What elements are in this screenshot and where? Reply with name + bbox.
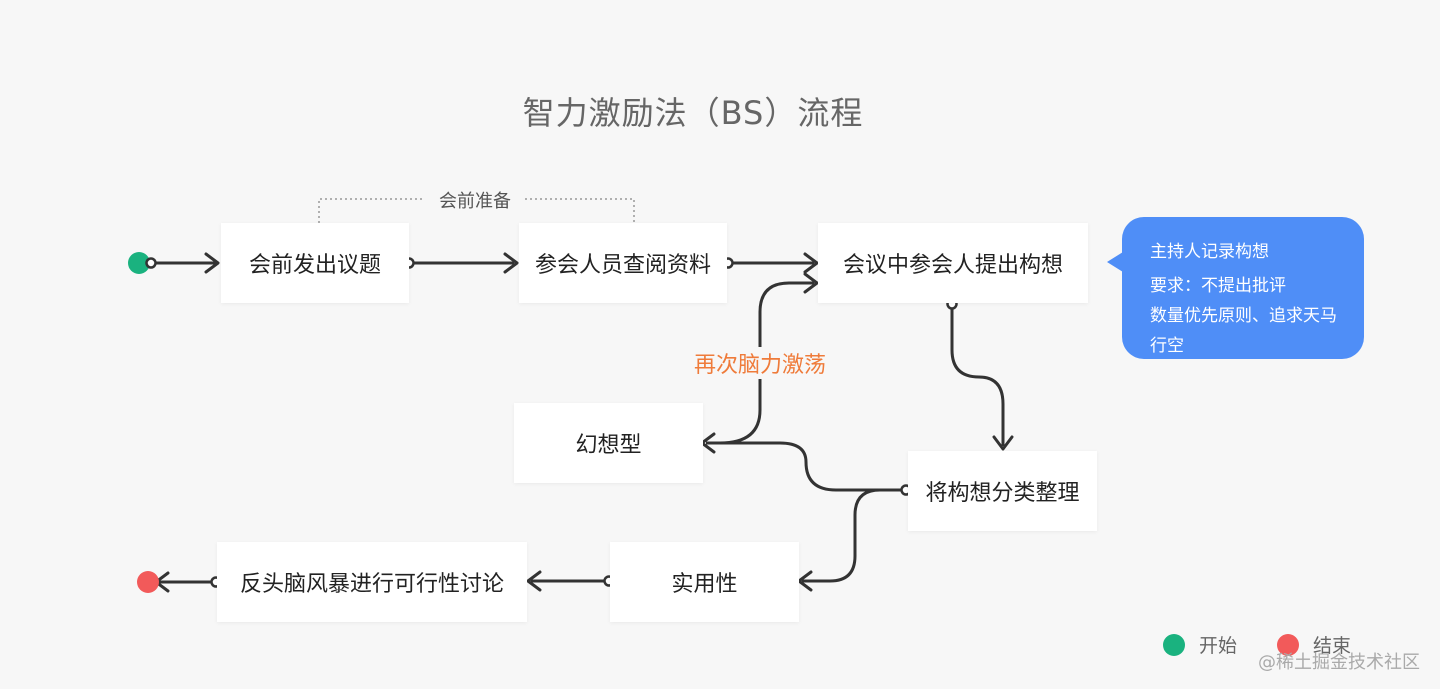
- arrowhead: [992, 435, 1014, 451]
- node-reverse-brainstorm[interactable]: 反头脑风暴进行可行性讨论: [217, 542, 527, 622]
- legend-end-label: 结束: [1313, 635, 1352, 657]
- arrowhead: [526, 570, 542, 592]
- loop-label-rebrainstorm: 再次脑力激荡: [680, 347, 840, 379]
- note-bubble-tail: [1107, 252, 1123, 272]
- legend-start: 开始: [1163, 631, 1237, 658]
- note-title: 主持人记录构想: [1150, 242, 1269, 262]
- end-terminal: [137, 571, 159, 593]
- edge-propose-to-classify: [950, 304, 1005, 446]
- start-terminal: [128, 252, 150, 274]
- node-label: 参会人员查阅资料: [534, 253, 711, 278]
- arrowhead: [803, 252, 819, 274]
- watermark: @稀土掘金技术社区: [1258, 652, 1420, 673]
- node-label: 会议中参会人提出构想: [842, 253, 1063, 278]
- arrowhead: [204, 252, 220, 274]
- edge-classify-to-practical: [802, 488, 906, 583]
- note-bubble: 主持人记录构想 要求：不提出批评 数量优先原则、追求天马行空: [1122, 217, 1364, 359]
- legend-end-dot: [1277, 633, 1299, 656]
- node-label: 实用性: [671, 572, 738, 597]
- legend-start-label: 开始: [1199, 635, 1238, 657]
- node-practical-type[interactable]: 实用性: [610, 542, 799, 622]
- note-requirement: 要求：不提出批评: [1150, 276, 1286, 296]
- legend-start-dot: [1163, 633, 1185, 656]
- arrowhead: [797, 570, 813, 592]
- arrowhead: [503, 252, 519, 274]
- edge-port: [145, 257, 157, 269]
- diagram-title: 智力激励法（BS）流程: [522, 94, 864, 132]
- node-fantasy-type[interactable]: 幻想型: [514, 403, 703, 483]
- node-classify-ideas[interactable]: 将构想分类整理: [908, 451, 1097, 531]
- node-issue-topic[interactable]: 会前发出议题: [221, 223, 409, 303]
- edge-classify-to-fantasy: [706, 441, 906, 492]
- node-label: 将构想分类整理: [925, 481, 1080, 506]
- arrowhead: [803, 272, 819, 294]
- group-label-pre-meeting: 会前准备: [425, 187, 525, 213]
- node-label: 反头脑风暴进行可行性讨论: [239, 572, 504, 597]
- node-propose-ideas[interactable]: 会议中参会人提出构想: [818, 223, 1088, 303]
- legend-end: 结束: [1277, 631, 1351, 658]
- node-review-materials[interactable]: 参会人员查阅资料: [519, 223, 727, 303]
- node-label: 幻想型: [575, 433, 642, 458]
- node-label: 会前发出议题: [248, 253, 381, 278]
- note-detail: 数量优先原则、追求天马行空: [1150, 306, 1337, 356]
